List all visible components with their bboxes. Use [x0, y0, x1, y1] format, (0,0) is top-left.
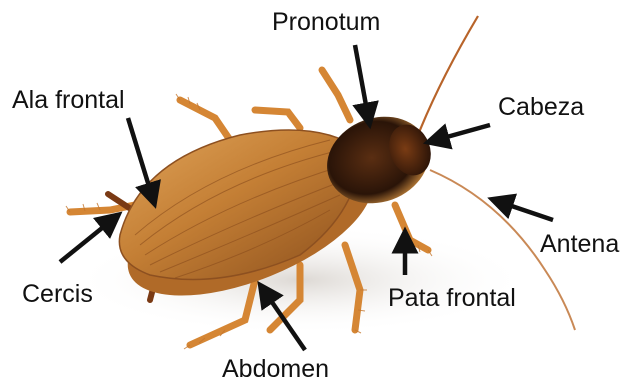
label-abdomen: Abdomen [222, 357, 329, 382]
label-pata-frontal: Pata frontal [388, 286, 516, 311]
leg-mid-upper [255, 110, 300, 128]
arrow-cabeza [436, 125, 490, 140]
label-pronotum: Pronotum [272, 10, 380, 35]
arrow-pronotum [355, 45, 368, 116]
arrow-antena [500, 202, 553, 220]
label-cercis: Cercis [22, 282, 93, 307]
label-cabeza: Cabeza [498, 95, 584, 120]
leg-front-upper [322, 70, 350, 120]
label-antena: Antena [540, 232, 619, 257]
leg-back-upper [180, 100, 230, 140]
antenna-upper [418, 16, 478, 135]
label-ala-frontal: Ala frontal [12, 88, 125, 113]
arrow-ala-frontal [128, 118, 152, 196]
